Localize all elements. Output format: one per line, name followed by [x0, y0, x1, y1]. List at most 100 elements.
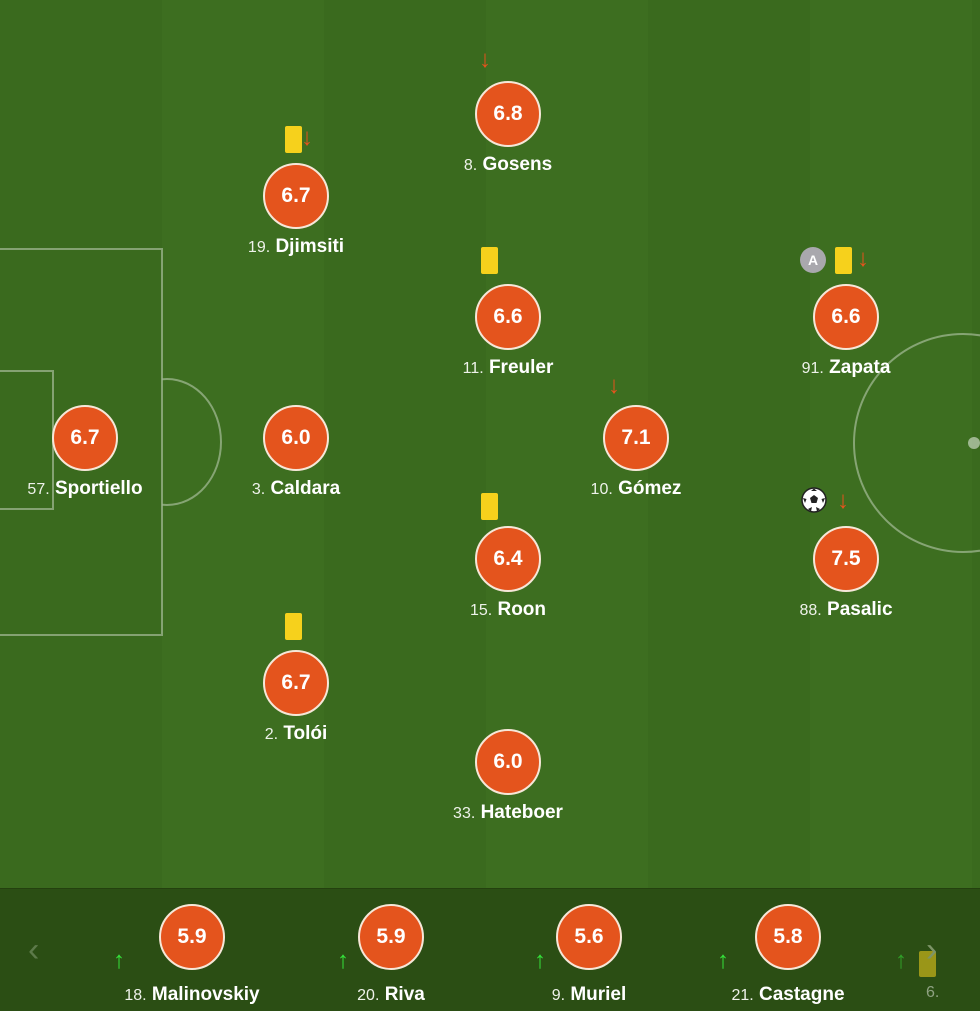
event-badges: A ↓ — [761, 247, 931, 277]
player-name: 3. Caldara — [211, 478, 381, 500]
bench-player-muriel[interactable]: 5.6 9. Muriel — [494, 904, 684, 1006]
player-number: 15. — [469, 602, 493, 619]
player-name-text: Muriel — [570, 984, 627, 1005]
player-number: 91. — [801, 360, 824, 377]
player-name: 10. Gómez — [551, 478, 721, 500]
sub-out-arrow-icon: ↓ — [608, 372, 620, 399]
player-name: 8. Gosens — [423, 154, 593, 176]
event-badges — [423, 247, 593, 277]
player-gosens[interactable]: ↓ 6.8 8. Gosens — [423, 48, 593, 176]
player-number: 8. — [463, 157, 478, 174]
rating-badge: 6.0 — [263, 405, 329, 471]
rating-badge: 5.9 — [358, 904, 424, 970]
rating-badge: 6.6 — [813, 284, 879, 350]
chevron-left-icon[interactable]: ‹ — [28, 931, 40, 969]
player-name: 2. Tolói — [211, 723, 381, 745]
player-roon[interactable]: 6.4 15. Roon — [423, 493, 593, 621]
player-djimsiti[interactable]: ↓ 6.7 19. Djimsiti — [211, 126, 381, 258]
player-name: 88. Pasalic — [761, 599, 931, 621]
player-gomez[interactable]: ↓ 7.1 10. Gómez — [551, 374, 721, 500]
player-number: 20. — [357, 987, 380, 1004]
bench-player-partial[interactable]: ↑ 6. — [888, 933, 980, 1011]
yellow-card-icon — [481, 493, 498, 520]
pitch: 6.7 57. Sportiello ↓ 6.7 19. Djimsiti 6.… — [0, 0, 980, 888]
player-toloi[interactable]: 6.7 2. Tolói — [211, 613, 381, 745]
rating-badge: 6.6 — [475, 284, 541, 350]
rating-badge: 7.1 — [603, 405, 669, 471]
player-name-text: Zapata — [829, 357, 891, 378]
sub-out-arrow-icon: ↓ — [301, 124, 313, 151]
bench-player-castagne[interactable]: 5.8 21. Castagne — [693, 904, 883, 1006]
player-number: 6. — [926, 984, 940, 1001]
player-number: 9. — [551, 987, 566, 1004]
yellow-card-icon — [481, 247, 498, 274]
sub-out-arrow-icon: ↓ — [857, 245, 869, 272]
event-badges — [211, 613, 381, 643]
player-number: 3. — [251, 481, 266, 498]
penalty-box-line — [0, 248, 163, 636]
player-freuler[interactable]: 6.6 11. Freuler — [423, 247, 593, 379]
sub-in-arrow-icon: ↑ — [113, 947, 125, 974]
bench-player-riva[interactable]: 5.9 20. Riva — [296, 904, 486, 1006]
substitutes-bar: ‹ 5.9 18. Malinovskiy ↑ 5.9 20. Riva ↑ 5… — [0, 888, 980, 1011]
player-hateboer[interactable]: 6.0 33. Hateboer — [423, 729, 593, 824]
event-badges: ↓ — [423, 44, 593, 74]
sub-in-arrow-icon: ↑ — [717, 947, 729, 974]
player-name-text: Hateboer — [480, 802, 563, 823]
player-name-text: Gómez — [618, 478, 682, 499]
player-number: 11. — [462, 360, 484, 377]
sub-out-arrow-icon: ↓ — [837, 487, 849, 514]
player-number: 10. — [590, 481, 613, 498]
sub-in-arrow-icon: ↑ — [534, 947, 546, 974]
sub-in-arrow-icon: ↑ — [337, 947, 349, 974]
player-name: 21. Castagne — [693, 984, 883, 1006]
player-name: 18. Malinovskiy — [97, 984, 287, 1006]
rating-badge: 5.6 — [556, 904, 622, 970]
player-name-text: Roon — [497, 599, 547, 620]
player-zapata[interactable]: A ↓ 6.6 91. Zapata — [761, 247, 931, 379]
player-pasalic[interactable]: ↓ 7.5 88. Pasalic — [761, 487, 931, 621]
sub-out-arrow-icon: ↓ — [479, 46, 491, 73]
yellow-card-icon — [285, 613, 302, 640]
player-name-text: Malinovskiy — [151, 984, 260, 1005]
rating-badge: 6.7 — [263, 650, 329, 716]
rating-badge: 6.4 — [475, 526, 541, 592]
player-name: 20. Riva — [296, 984, 486, 1006]
player-name: 9. Muriel — [494, 984, 684, 1006]
player-name: 19. Djimsiti — [211, 236, 381, 258]
player-name: 91. Zapata — [761, 357, 931, 379]
yellow-card-icon — [835, 247, 852, 274]
player-name: 33. Hateboer — [423, 802, 593, 824]
rating-badge: 6.7 — [52, 405, 118, 471]
player-name-text: Castagne — [759, 984, 845, 1005]
player-name-text: Freuler — [488, 357, 554, 378]
player-name-text: Caldara — [270, 478, 341, 499]
rating-badge: 6.0 — [475, 729, 541, 795]
event-badges: ↓ — [761, 487, 931, 519]
center-spot — [968, 437, 980, 449]
player-name: 15. Roon — [423, 599, 593, 621]
player-number: 88. — [799, 602, 822, 619]
player-name: 11. Freuler — [423, 357, 593, 379]
player-number: 18. — [124, 987, 147, 1004]
player-name-text: Sportiello — [54, 478, 143, 499]
yellow-card-icon — [285, 126, 302, 153]
soccer-ball-icon — [801, 487, 827, 513]
chevron-right-icon[interactable]: › — [926, 931, 938, 969]
player-number: 33. — [453, 805, 476, 822]
player-number: 19. — [247, 239, 271, 256]
rating-badge: 5.8 — [755, 904, 821, 970]
player-name-text: Gosens — [482, 154, 553, 175]
player-name-text: Djimsiti — [275, 236, 345, 257]
rating-badge: 7.5 — [813, 526, 879, 592]
player-caldara[interactable]: 6.0 3. Caldara — [211, 405, 381, 500]
bench-player-malinovskiy[interactable]: 5.9 18. Malinovskiy — [97, 904, 287, 1006]
sub-in-arrow-icon: ↑ — [895, 947, 907, 974]
yellow-card-icon — [919, 951, 936, 977]
rating-badge: 6.8 — [475, 81, 541, 147]
event-badges: ↓ — [551, 368, 721, 398]
player-number: 2. — [264, 726, 279, 743]
player-name-text: Riva — [384, 984, 425, 1005]
rating-badge: 6.7 — [263, 163, 329, 229]
player-sportiello[interactable]: 6.7 57. Sportiello — [0, 405, 170, 500]
